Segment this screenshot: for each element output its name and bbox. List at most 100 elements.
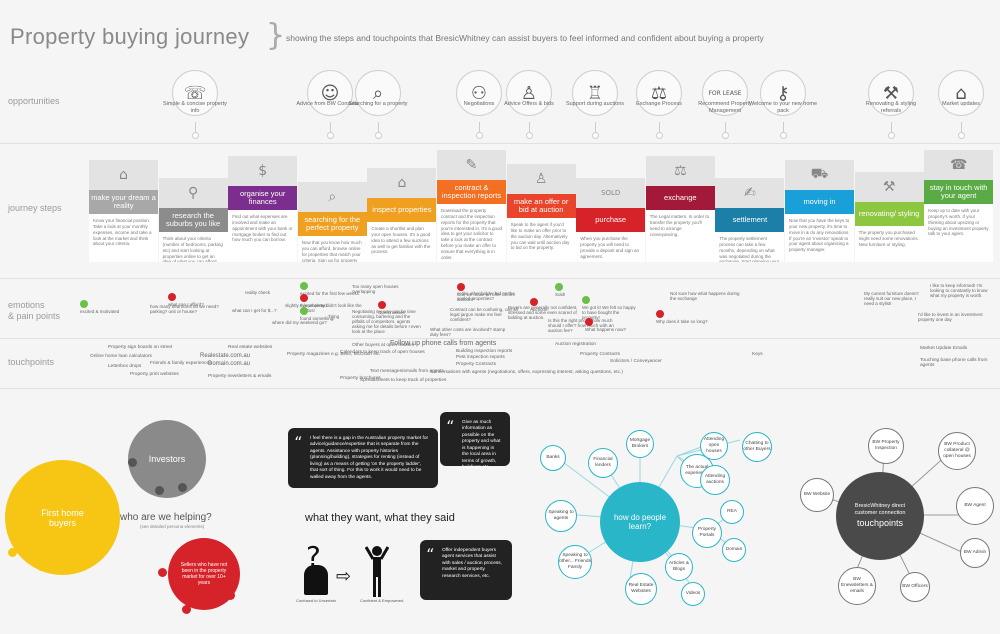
journey-step-label: contract & inspection reports: [437, 180, 506, 204]
quote-box-2: “ Give as much information as possible o…: [440, 412, 510, 470]
journey-step-label: searching for the perfect property: [297, 212, 367, 236]
opportunity-node: [958, 132, 965, 139]
emotion-item: Open houses: [378, 301, 418, 315]
emotion-item: What other costs are involved? stamp dut…: [430, 327, 510, 337]
opportunity-node: [192, 132, 199, 139]
learn-node: Mortgage Brokers: [626, 430, 654, 458]
emotion-item: Too many open houses overlapping: [352, 284, 422, 294]
opportunity-label: Market updates: [942, 101, 980, 107]
sold-sign-icon: SOLD: [576, 178, 646, 208]
touchpoint-item: Online home loan calculators: [90, 354, 152, 359]
emotion-text: We got it! We felt so happy to have boug…: [582, 305, 636, 320]
row-label-pain-points: & pain points: [8, 311, 61, 321]
emotion-text: Negotiating my way can be time consuming…: [352, 309, 421, 334]
touchpoint-item: Property sign boards on street: [108, 345, 173, 350]
quote-text-3: Offer independent buyers agent services …: [442, 548, 502, 579]
search-icon: ⌕: [355, 70, 401, 116]
emotion-item: Tiring: [328, 314, 358, 319]
emotion-text: Is this the right price? how much should…: [548, 318, 614, 333]
emotion-text: Contract can be confusing, can all legal…: [450, 307, 518, 322]
emotion-text: reality check: [245, 290, 271, 295]
touchpoints-center-line2: customer connection: [854, 509, 906, 516]
mobile-phone-icon: ☎: [924, 150, 994, 180]
confused-person-icon: ?: [306, 540, 321, 573]
location-pin-icon: ⚲: [158, 178, 228, 208]
for-lease-sign-icon: FOR LEASE: [702, 70, 748, 116]
journey-step-description: Find out what expenses are involved and …: [228, 210, 298, 262]
journey-step-description: Know your financial position. Take a loo…: [89, 214, 158, 262]
quote-text-2: Give as much information as possible on …: [462, 420, 501, 471]
journey-step-description: Now that you have the keys to your new p…: [785, 214, 854, 262]
emotion-text: Why does it take so long?: [656, 319, 708, 324]
learn-node: Domain: [722, 538, 746, 562]
touchpoint-item: Text messages/emails from agents: [370, 369, 444, 374]
dollar-icon: $: [228, 156, 298, 186]
emotion-text: Sold!: [555, 292, 566, 297]
journey-step-description: Think about your criteria (number of bed…: [158, 232, 228, 262]
bid-person-icon: ♙: [506, 164, 576, 194]
opportunity-connector: [330, 122, 331, 132]
touchpoint-item: Property magazines e.g. Belle, McGrath e…: [287, 352, 380, 357]
learn-node: Videos: [681, 582, 705, 606]
emotion-face-icon: [582, 296, 590, 304]
key-icon: ⚷: [760, 70, 806, 116]
journey-step-label: organise your finances: [228, 186, 298, 210]
opportunity-node: [780, 132, 787, 139]
investors-label: Investors: [148, 454, 186, 464]
emotion-face-icon: [585, 318, 593, 326]
emotion-item: Auctions: [530, 298, 570, 312]
opportunity-connector: [659, 122, 660, 132]
emotion-item: We got it! We felt so happy to have boug…: [582, 296, 637, 320]
touchpoint-item: Keys: [752, 352, 763, 357]
touchpoint-node: BW Website: [800, 478, 834, 512]
learn-node: Speaking to other... Friends Family: [558, 545, 592, 579]
journey-step-label: exchange: [645, 186, 715, 210]
journey-step-label: make an offer or bid at auction: [506, 194, 576, 218]
journey-step-description: When you purchase the property you will …: [576, 232, 646, 262]
emotion-item: Negotiating my way can be time consuming…: [352, 309, 422, 334]
touchpoints-center-text: BresicWhitney direct customer connection…: [845, 503, 915, 529]
opportunity-label: Support during auctions: [565, 101, 625, 107]
emotion-text: or the other bidder bid on the sealed pr…: [457, 291, 515, 301]
emotion-text: slightly overwhelmed: [285, 303, 327, 308]
confident-person-icon: [364, 545, 390, 597]
who-heading: who are we helping?: [120, 512, 212, 523]
opportunity-connector: [961, 122, 962, 132]
emotion-face-icon: [656, 310, 664, 318]
opportunity-connector: [529, 122, 530, 132]
network-icon: ⚇: [456, 70, 502, 116]
quote-text-1: I feel there is a gap in the Australian …: [310, 436, 429, 480]
open-house-icon: ⌂: [367, 168, 437, 198]
emotion-face-icon: [300, 282, 308, 290]
touchpoint-item: Property Contracts: [580, 352, 620, 357]
touchpoint-item: Letterbox drops: [108, 364, 142, 369]
emotion-text: Not sure how what happens during the exc…: [670, 291, 740, 301]
emotion-text: Tiring: [328, 314, 340, 319]
emotion-text: how many bedrooms do we need? parking? u…: [150, 304, 219, 314]
learn-center-bubble: how do people learn?: [600, 482, 680, 562]
emotion-face-icon: [300, 294, 308, 302]
emotion-face-icon: [555, 283, 563, 291]
emotion-text: excited for the first few weeks: [300, 291, 360, 296]
learn-node: Property Portals: [692, 518, 722, 548]
podium-icon: ♖: [572, 70, 618, 116]
emotion-text: I'd like to invest in an investment prop…: [918, 312, 983, 322]
opportunity-node: [592, 132, 599, 139]
emotion-text: Open houses: [378, 310, 405, 315]
opportunity-node: [526, 132, 533, 139]
emotion-item: or the other bidder bid on the sealed pr…: [457, 291, 527, 301]
emotion-item: what can I get for $...?: [232, 308, 292, 313]
emotion-item: Not sure how what happens during the exc…: [670, 291, 745, 301]
opportunity-label: Recommend Property Management: [698, 101, 752, 114]
emotion-item: what can I afford?: [168, 293, 228, 307]
emotion-item: reality check: [245, 290, 285, 295]
opportunity-label: Advice from BW Consultant: [296, 101, 364, 107]
emotion-item: excited & motivated: [80, 300, 150, 314]
touchpoint-item: Auction registration: [555, 342, 597, 347]
opportunity-node: [327, 132, 334, 139]
divider: [0, 143, 1000, 144]
journey-step-label: purchase: [576, 208, 646, 232]
